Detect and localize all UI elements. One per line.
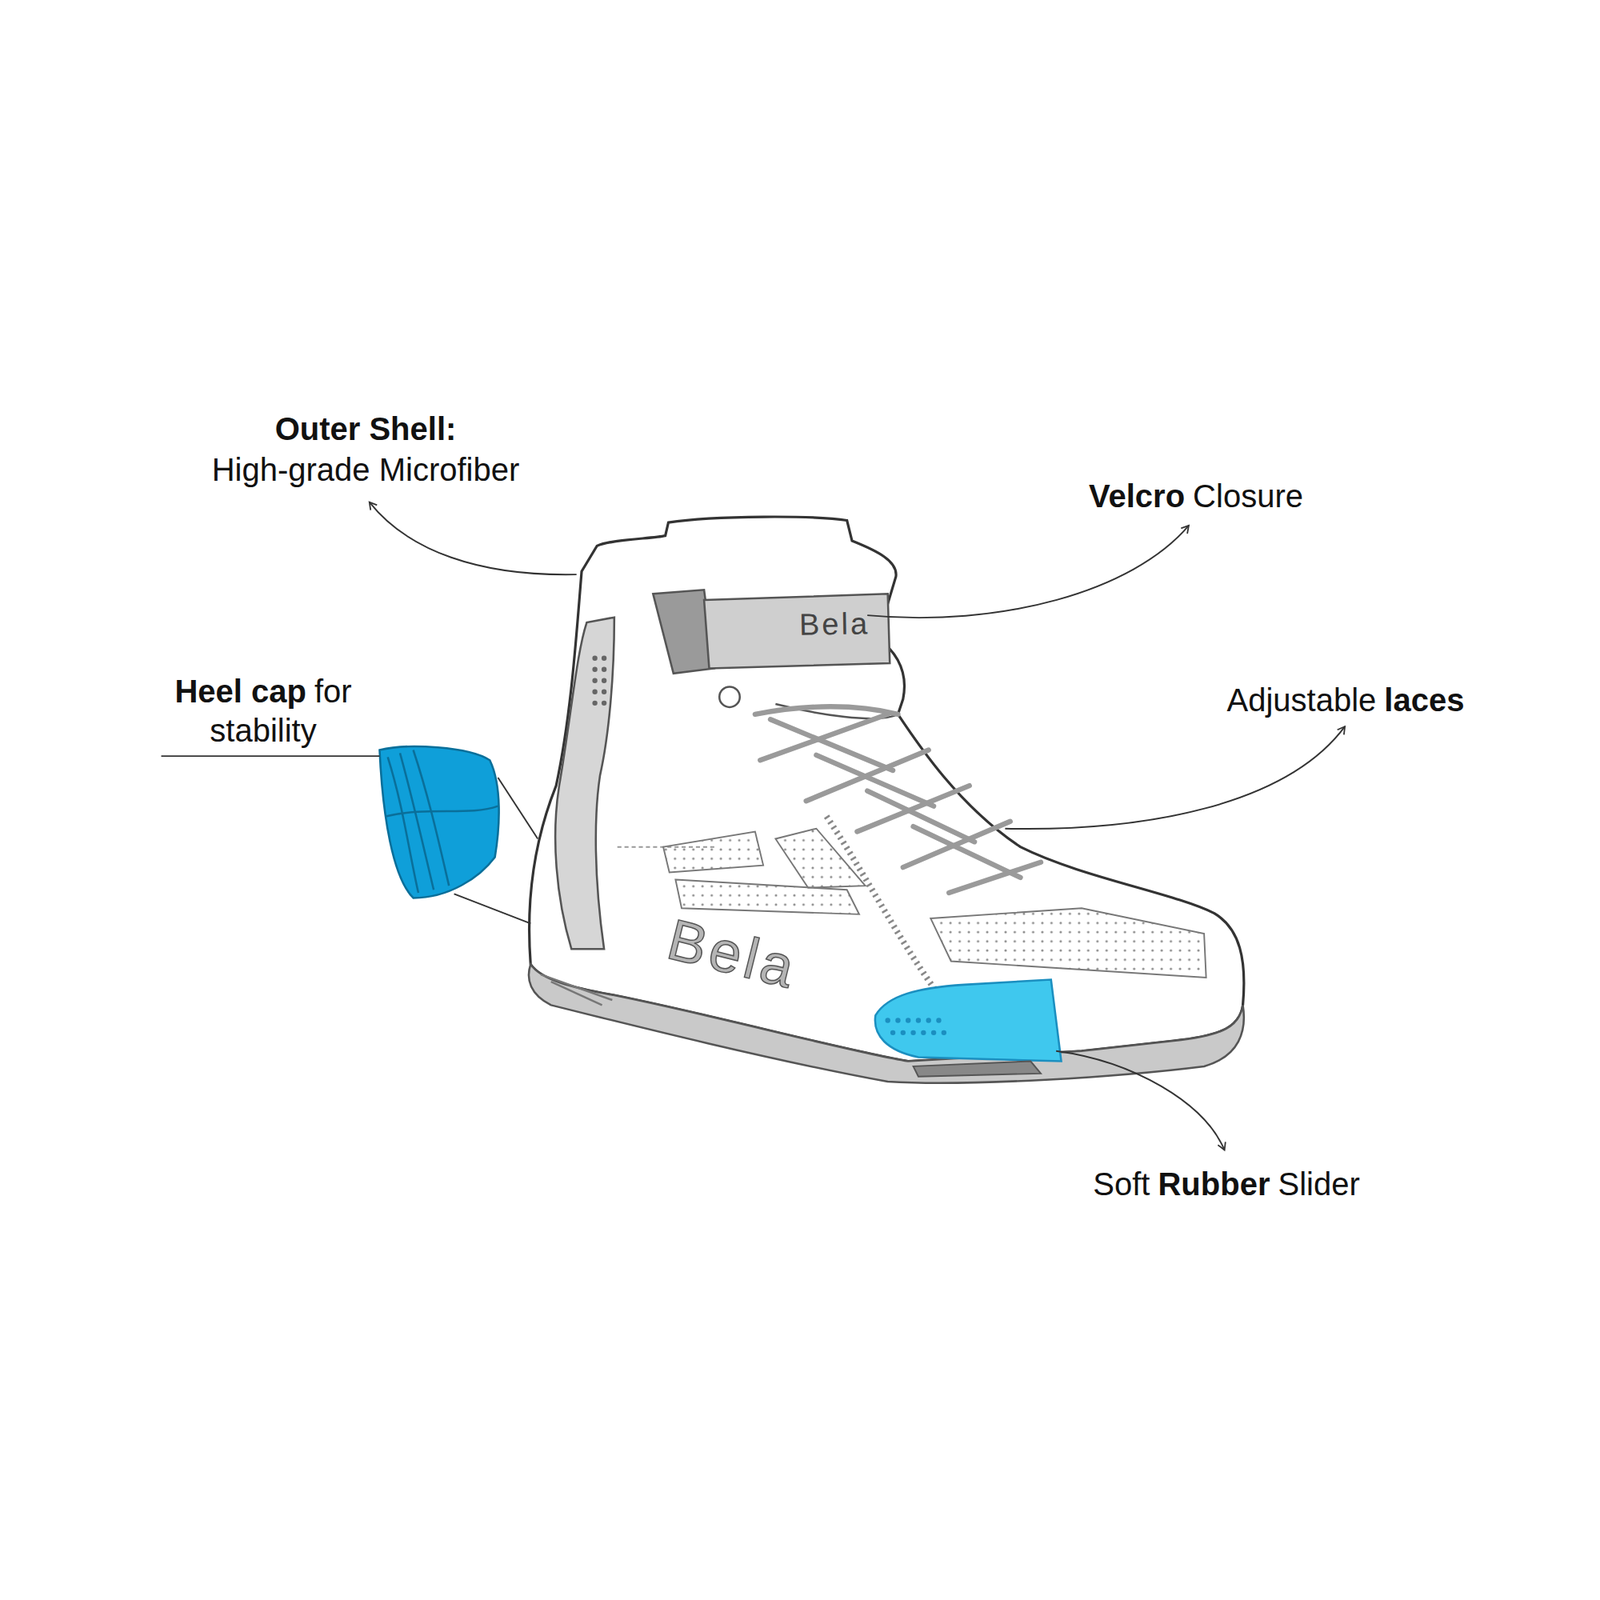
callout-line: High-grade Microfiber [212, 450, 520, 489]
callout-label: Closure [1192, 478, 1304, 514]
callout-label: laces [1384, 682, 1464, 718]
callout-label: Velcro [1088, 478, 1185, 514]
callout-line: VelcroClosure [1088, 476, 1304, 516]
callout-line: Heel capfor [174, 672, 352, 711]
callout-line: Adjustablelaces [1227, 680, 1465, 720]
callout-label: for [314, 673, 352, 709]
callout-label: Heel cap [174, 673, 307, 709]
callout-label: stability [209, 712, 316, 748]
callout-label: Rubber [1157, 1166, 1270, 1202]
callout-line: stability [209, 711, 316, 750]
callout-line: SoftRubberSlider [1092, 1164, 1360, 1204]
callout-label: High-grade Microfiber [212, 452, 520, 488]
callout-label: Slider [1277, 1166, 1360, 1202]
callout-label: Adjustable [1227, 682, 1377, 718]
callout-label: Outer Shell: [275, 411, 457, 447]
callout-label: Soft [1092, 1166, 1150, 1202]
callout-line: Outer Shell: [275, 409, 457, 448]
brand-logo: Bela [799, 607, 871, 642]
